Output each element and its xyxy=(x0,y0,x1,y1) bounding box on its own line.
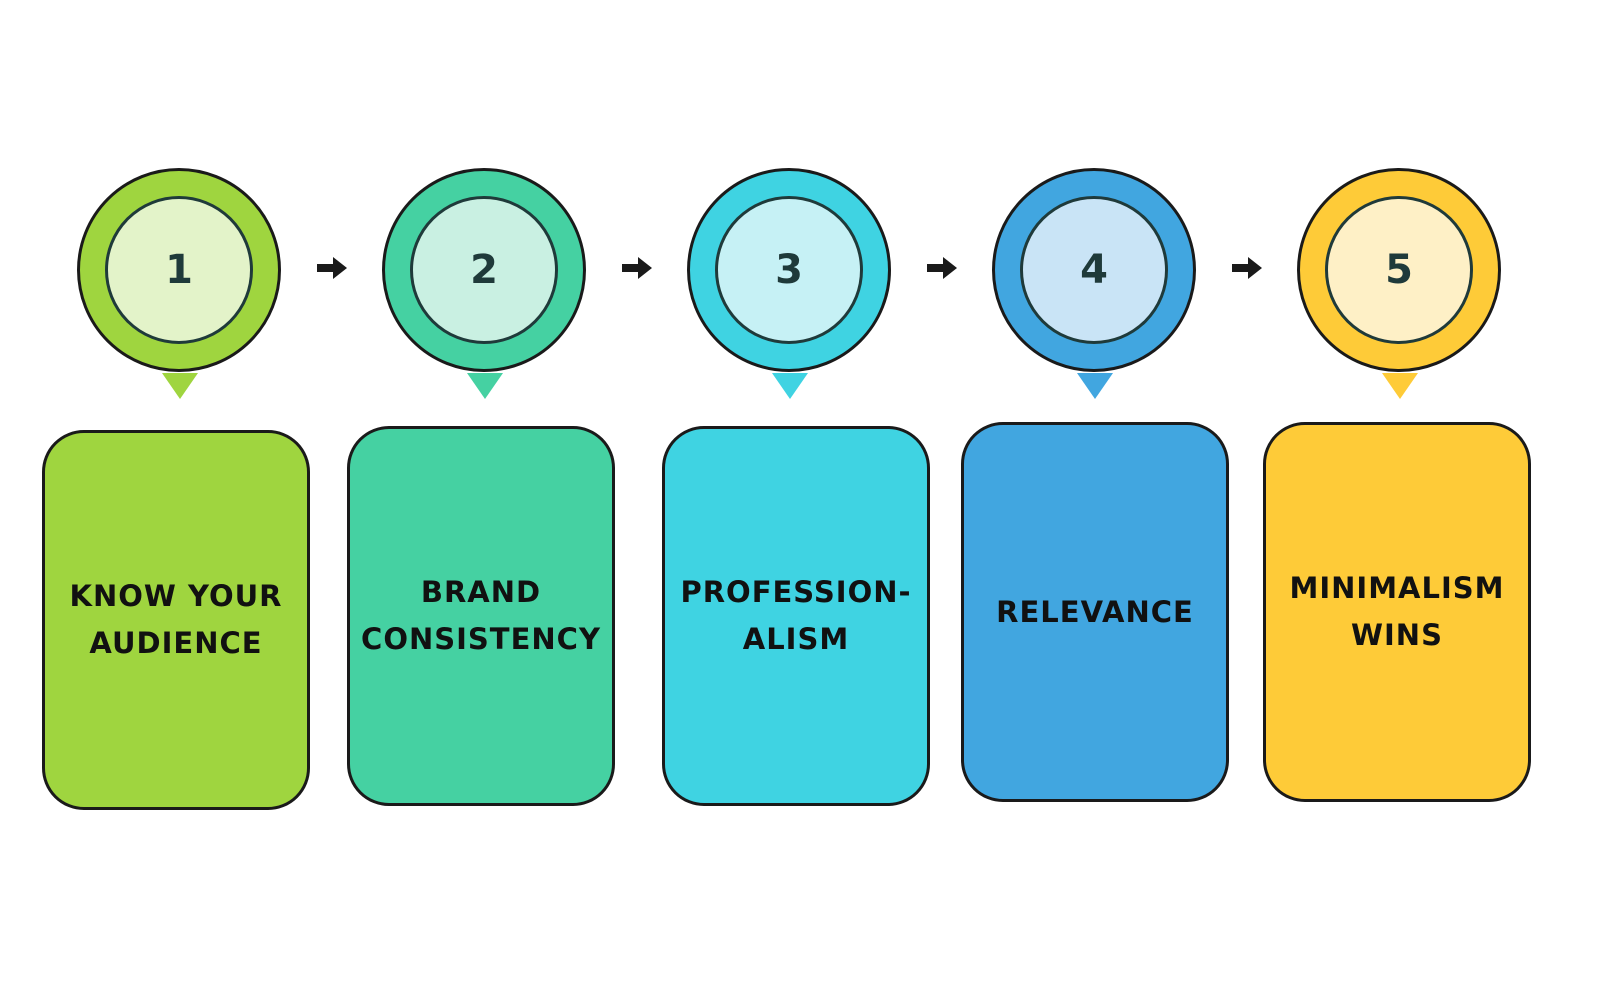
step-badge: 4 xyxy=(992,168,1196,372)
step-label: RELEVANCE xyxy=(996,594,1194,629)
step-label: PROFESSION- ALISM xyxy=(680,575,912,656)
step-card: PROFESSION- ALISM xyxy=(662,426,930,806)
step-number: 4 xyxy=(1080,247,1108,293)
step-card: RELEVANCE xyxy=(961,422,1229,802)
step-5: 5 MINIMALISM WINS xyxy=(1260,0,1540,995)
step-badge-inner: 3 xyxy=(715,196,863,344)
step-card: KNOW YOUR AUDIENCE xyxy=(42,430,310,810)
step-badge: 1 xyxy=(77,168,281,372)
step-number: 1 xyxy=(165,247,193,293)
pointer-icon xyxy=(772,373,808,399)
step-badge-inner: 4 xyxy=(1020,196,1168,344)
step-badge: 2 xyxy=(382,168,586,372)
step-2: 2 BRAND CONSISTENCY xyxy=(345,0,625,995)
step-number: 2 xyxy=(470,247,498,293)
arrow-right-icon xyxy=(622,257,652,279)
step-label: KNOW YOUR AUDIENCE xyxy=(69,579,283,660)
step-4: 4 RELEVANCE xyxy=(955,0,1235,995)
arrow-right-icon xyxy=(1232,257,1262,279)
step-badge-inner: 1 xyxy=(105,196,253,344)
step-badge: 3 xyxy=(687,168,891,372)
step-badge: 5 xyxy=(1297,168,1501,372)
step-number: 3 xyxy=(775,247,803,293)
step-3: 3 PROFESSION- ALISM xyxy=(650,0,930,995)
step-badge-inner: 5 xyxy=(1325,196,1473,344)
step-number: 5 xyxy=(1385,247,1413,293)
pointer-icon xyxy=(467,373,503,399)
pointer-icon xyxy=(1382,373,1418,399)
pointer-icon xyxy=(1077,373,1113,399)
step-label: MINIMALISM WINS xyxy=(1289,571,1505,652)
step-1: 1 KNOW YOUR AUDIENCE xyxy=(40,0,320,995)
arrow-right-icon xyxy=(317,257,347,279)
step-card: BRAND CONSISTENCY xyxy=(347,426,615,806)
step-badge-inner: 2 xyxy=(410,196,558,344)
arrow-right-icon xyxy=(927,257,957,279)
step-card: MINIMALISM WINS xyxy=(1263,422,1531,802)
pointer-icon xyxy=(162,373,198,399)
step-label: BRAND CONSISTENCY xyxy=(361,575,601,656)
